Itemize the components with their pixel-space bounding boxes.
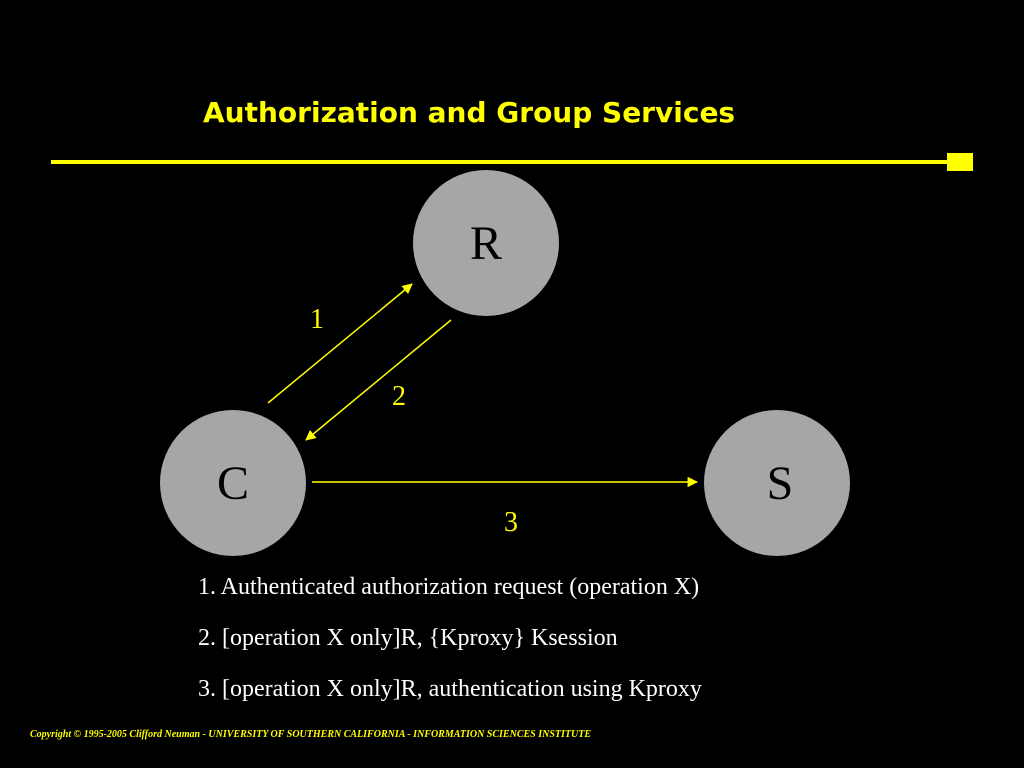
node-r-label: R bbox=[470, 217, 502, 270]
node-r: R bbox=[413, 170, 559, 316]
edge-r-to-c-arrow bbox=[305, 319, 452, 441]
edge-label-2: 2 bbox=[392, 381, 406, 412]
step-item-3: 3. [operation X only]R, authentication u… bbox=[198, 676, 702, 702]
edge-label-1: 1 bbox=[310, 304, 324, 335]
slide-title: Authorization and Group Services bbox=[203, 96, 736, 129]
copyright-footer: Copyright © 1995-2005 Clifford Neuman - … bbox=[30, 729, 592, 740]
node-c: C bbox=[160, 410, 306, 556]
node-c-label: C bbox=[217, 457, 249, 510]
step-list: 1. Authenticated authorization request (… bbox=[198, 570, 702, 723]
node-s-label: S bbox=[767, 457, 794, 510]
edge-label-3: 3 bbox=[504, 507, 518, 538]
step-item-1: 1. Authenticated authorization request (… bbox=[198, 574, 700, 600]
title-rule-endcap bbox=[947, 153, 973, 171]
node-r-circle bbox=[413, 170, 559, 316]
node-s: S bbox=[704, 410, 850, 556]
title-rule-line bbox=[51, 160, 948, 164]
node-c-circle bbox=[160, 410, 306, 556]
node-s-circle bbox=[704, 410, 850, 556]
step-item-2: 2. [operation X only]R, {Kproxy} Ksessio… bbox=[198, 625, 618, 651]
edge-c-to-r-arrow bbox=[267, 283, 413, 404]
